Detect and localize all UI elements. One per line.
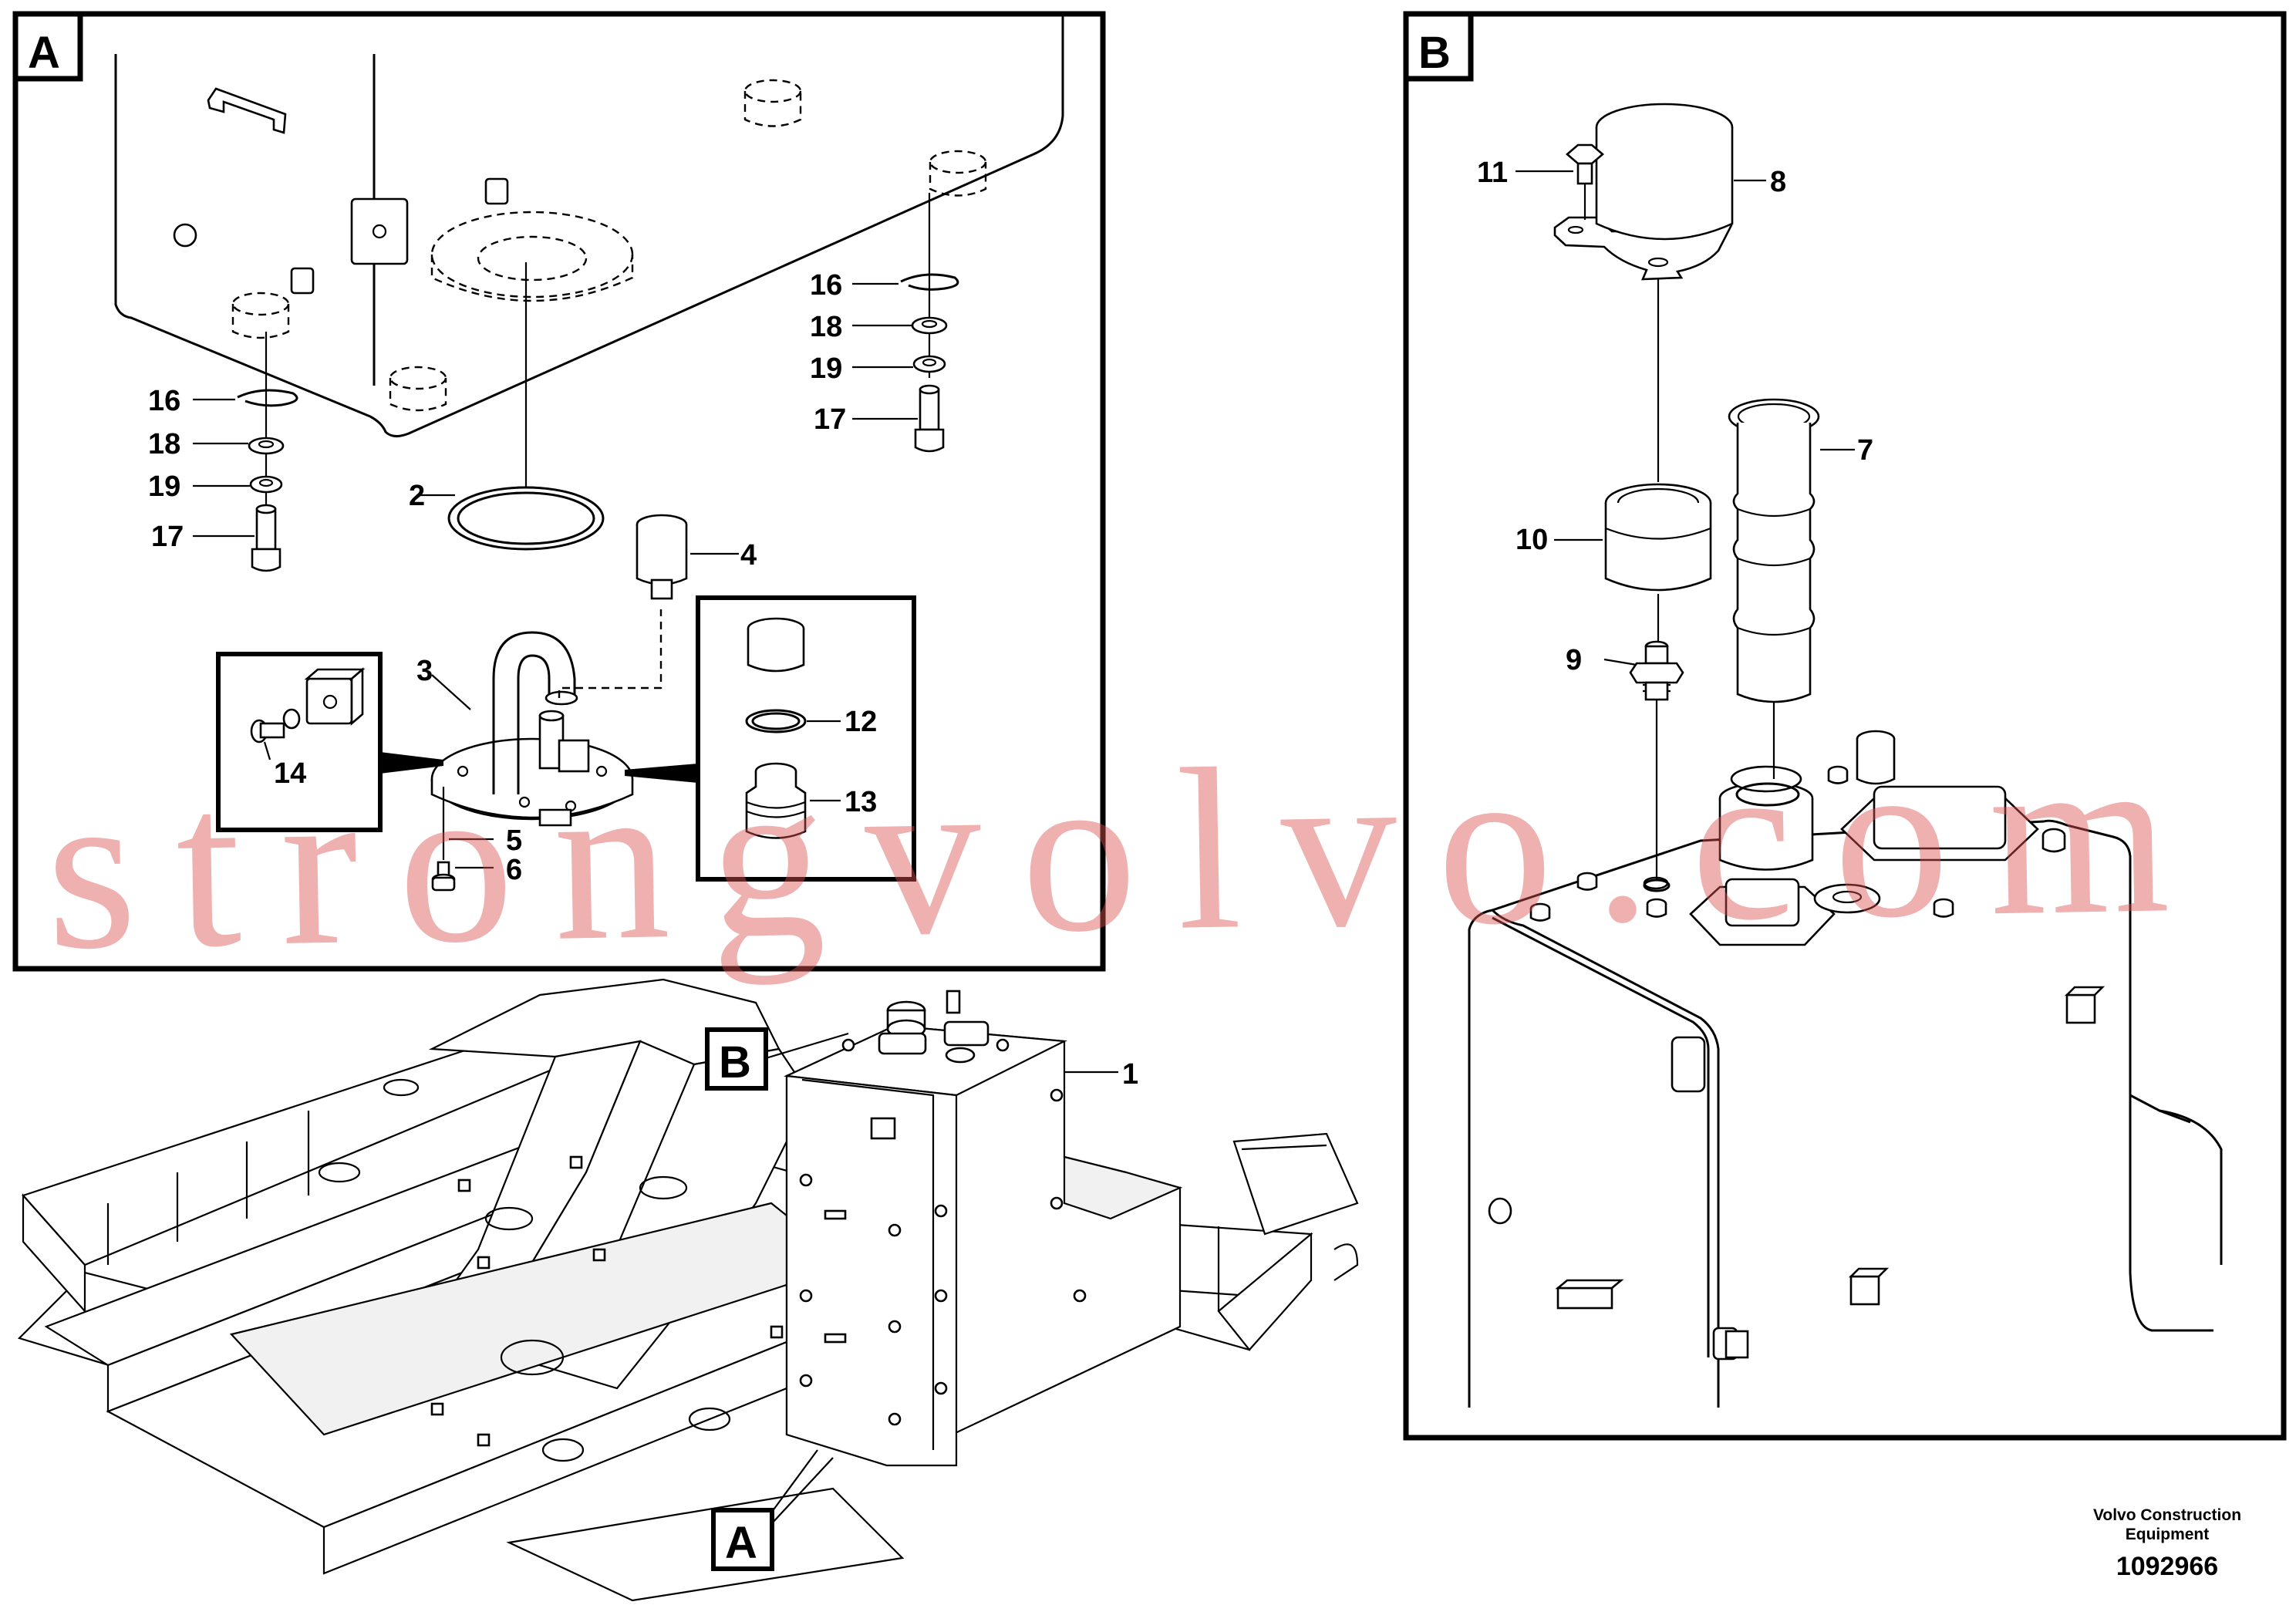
brand-line-2: Equipment <box>2125 1526 2210 1543</box>
callout-1: 1 <box>1122 1058 1138 1091</box>
callout-12: 12 <box>845 706 877 738</box>
callout-2: 2 <box>409 480 425 512</box>
detail-box-12-13 <box>625 595 916 882</box>
frame-marker-a-letter: A <box>725 1518 757 1568</box>
frame-marker-b <box>705 1027 849 1091</box>
callout-4: 4 <box>740 539 757 572</box>
callout-14: 14 <box>274 757 306 790</box>
drawing-number: 1092966 <box>2116 1552 2219 1581</box>
filler-neck-part-7 <box>1728 398 1855 779</box>
callout-19-left: 19 <box>148 470 180 503</box>
callout-11: 11 <box>1477 157 1508 189</box>
callout-18-right: 18 <box>810 311 842 343</box>
washer-stack-left <box>193 332 298 572</box>
frame-marker-b-letter: B <box>719 1037 751 1088</box>
sender-unit <box>430 609 663 827</box>
callout-5: 5 <box>506 824 522 857</box>
machine-frame <box>17 978 1313 1602</box>
washer-stack-right <box>852 193 959 453</box>
callout-16-right: 16 <box>810 269 842 302</box>
callout-8: 8 <box>1770 166 1786 198</box>
filter-part-10 <box>1554 483 1712 646</box>
screw-part-11 <box>1515 143 1604 220</box>
valve-part-9 <box>1603 640 1684 892</box>
panel-b-letter: B <box>1418 28 1451 78</box>
panel-b <box>1403 11 2287 1441</box>
callout-10: 10 <box>1515 524 1548 556</box>
callout-18-left: 18 <box>148 428 180 460</box>
callout-7: 7 <box>1857 434 1873 467</box>
callout-9: 9 <box>1566 644 1582 676</box>
tank-assembly-on-frame <box>783 990 1359 1467</box>
detail-box-14 <box>216 652 443 832</box>
callout-17-right: 17 <box>814 403 846 436</box>
callout-13: 13 <box>845 786 877 818</box>
breather-cap-part-8 <box>1553 103 1766 482</box>
callout-17-left: 17 <box>151 521 184 553</box>
callout-16-left: 16 <box>148 385 180 417</box>
callout-labels: A B B A 1 2 3 4 5 6 7 8 9 10 11 12 13 14… <box>28 28 1873 1568</box>
callout-19-right: 19 <box>810 352 842 385</box>
drawing-footer: Volvo Construction Equipment 1092966 <box>2067 1506 2267 1582</box>
panel-a <box>12 11 1106 972</box>
sensor-part-4 <box>636 514 739 600</box>
brand-line-1: Volvo Construction <box>2092 1506 2242 1524</box>
callout-3: 3 <box>416 655 433 687</box>
callout-6: 6 <box>506 854 522 886</box>
frame-marker-a <box>711 1449 834 1571</box>
screw-part-5 <box>431 787 494 892</box>
panel-a-letter: A <box>28 28 60 78</box>
